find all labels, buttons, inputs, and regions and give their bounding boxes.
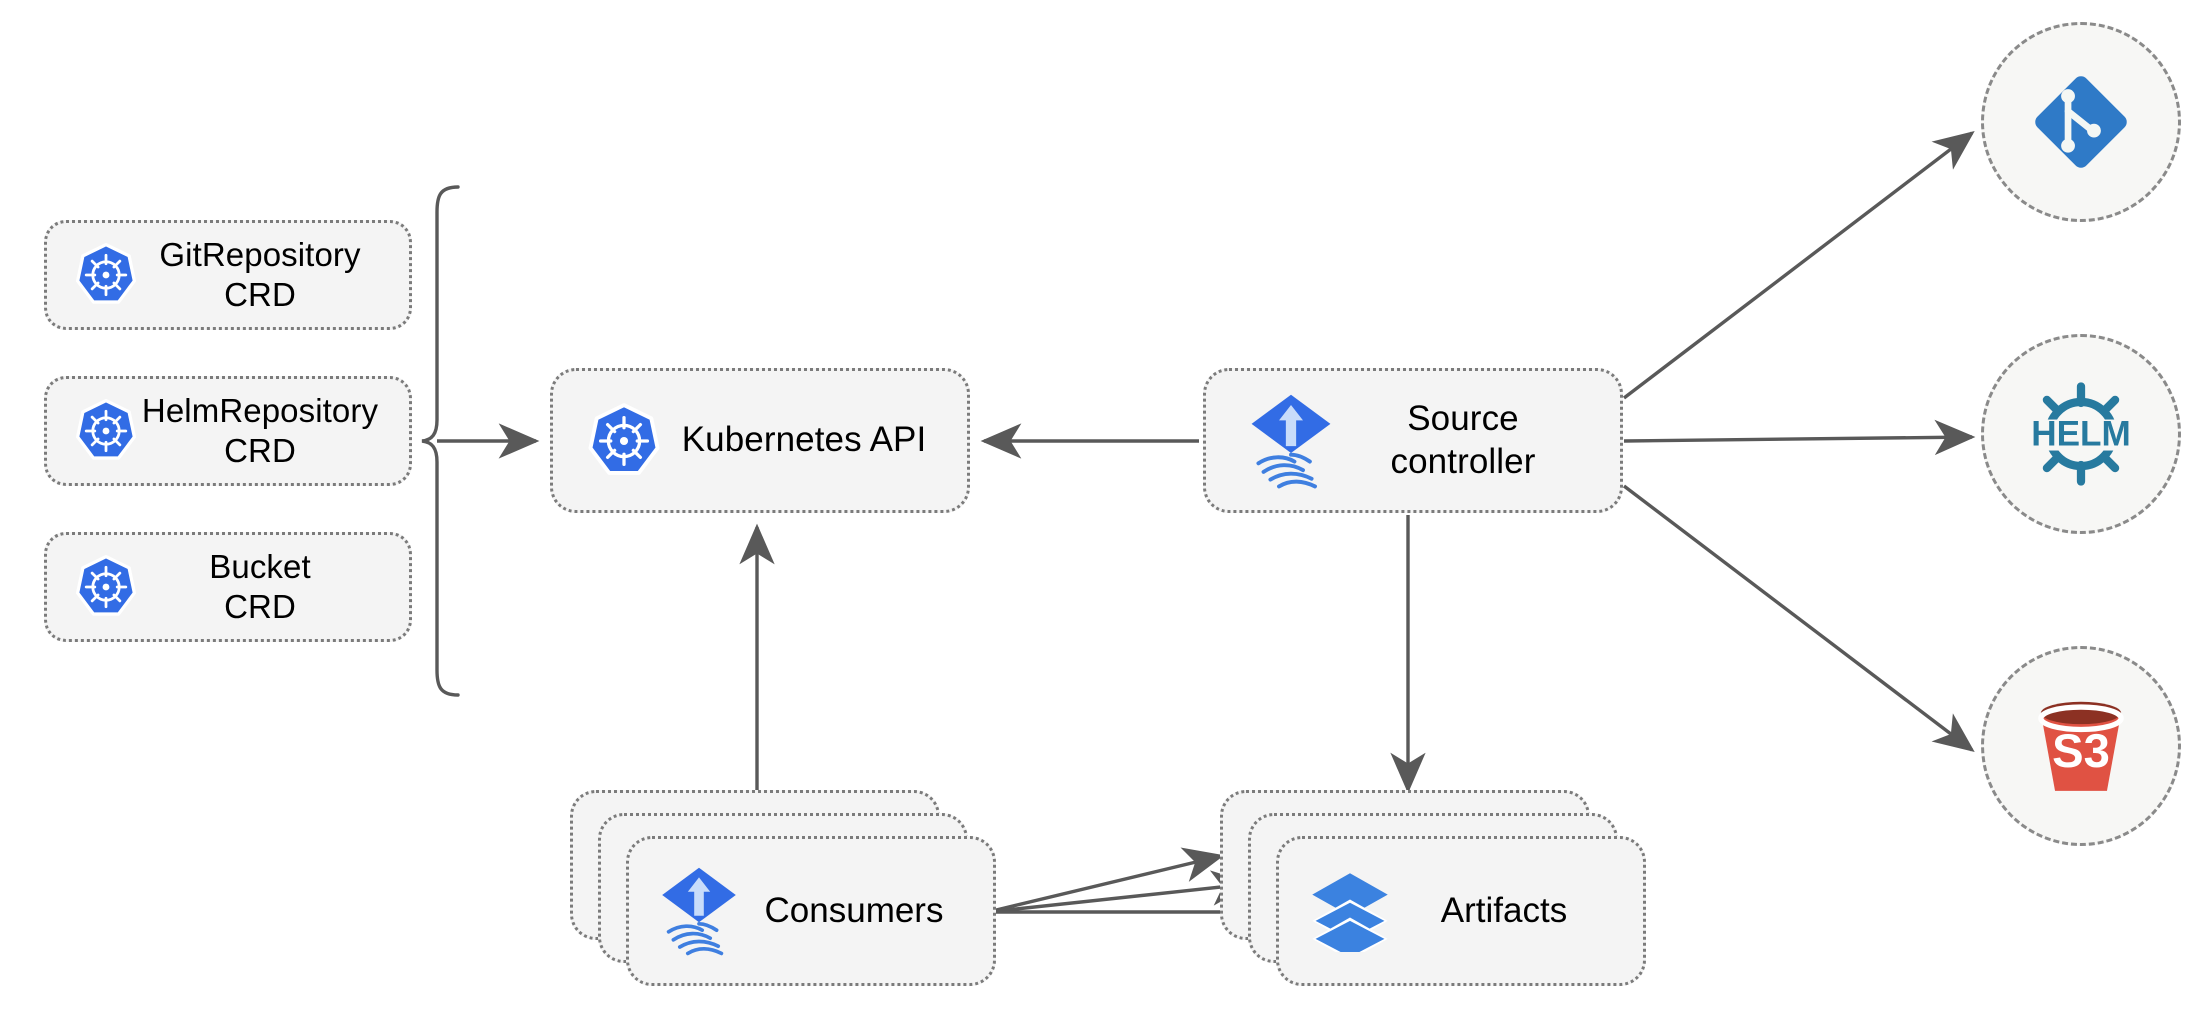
git-icon [2027,68,2135,176]
source-controller-label: Source controller [1390,398,1536,481]
s3-icon: S3 [2022,687,2140,805]
crd-group-brace [421,185,460,697]
edge-consumers-to-artifacts-middle [987,870,1253,914]
edge-source-controller-to-git [1622,130,1975,400]
crd-label: Bucket CRD [209,547,311,625]
crd-box-gitrepository[interactable]: GitRepository CRD [44,220,412,330]
consumers-card-front[interactable]: Consumers [626,836,996,986]
kubernetes-icon [73,398,139,464]
artifacts-label: Artifacts [1440,891,1568,930]
crd-box-helmrepository[interactable]: HelmRepository CRD [44,376,412,486]
crd-label: GitRepository CRD [159,235,361,313]
edge-source-controller-to-helm [1623,419,1976,456]
edge-source-controller-to-s3 [1622,484,1975,753]
kubernetes-icon [585,402,663,480]
artifacts-card-front[interactable]: Artifacts [1276,836,1646,986]
crd-box-bucket[interactable]: Bucket CRD [44,532,412,642]
external-source-helm[interactable]: HELM [1981,334,2181,534]
edge-consumers-to-artifacts-back [987,847,1225,914]
helm-icon: HELM [2019,372,2143,496]
kubernetes-icon [73,242,139,308]
external-source-git[interactable] [1981,22,2181,222]
kubernetes-api-label: Kubernetes API [681,420,927,460]
helm-wordmark: HELM [2031,414,2131,453]
crd-label: HelmRepository CRD [141,391,379,469]
kubernetes-icon [73,554,139,620]
kubernetes-api-box[interactable]: Kubernetes API [550,368,970,513]
layers-icon [1309,870,1391,961]
flux-icon [659,866,739,956]
flux-icon [1248,393,1334,489]
consumers-label: Consumers [764,891,944,930]
s3-wordmark: S3 [2052,725,2110,778]
external-source-s3[interactable]: S3 [1981,646,2181,846]
source-controller-box[interactable]: Source controller [1203,368,1623,513]
